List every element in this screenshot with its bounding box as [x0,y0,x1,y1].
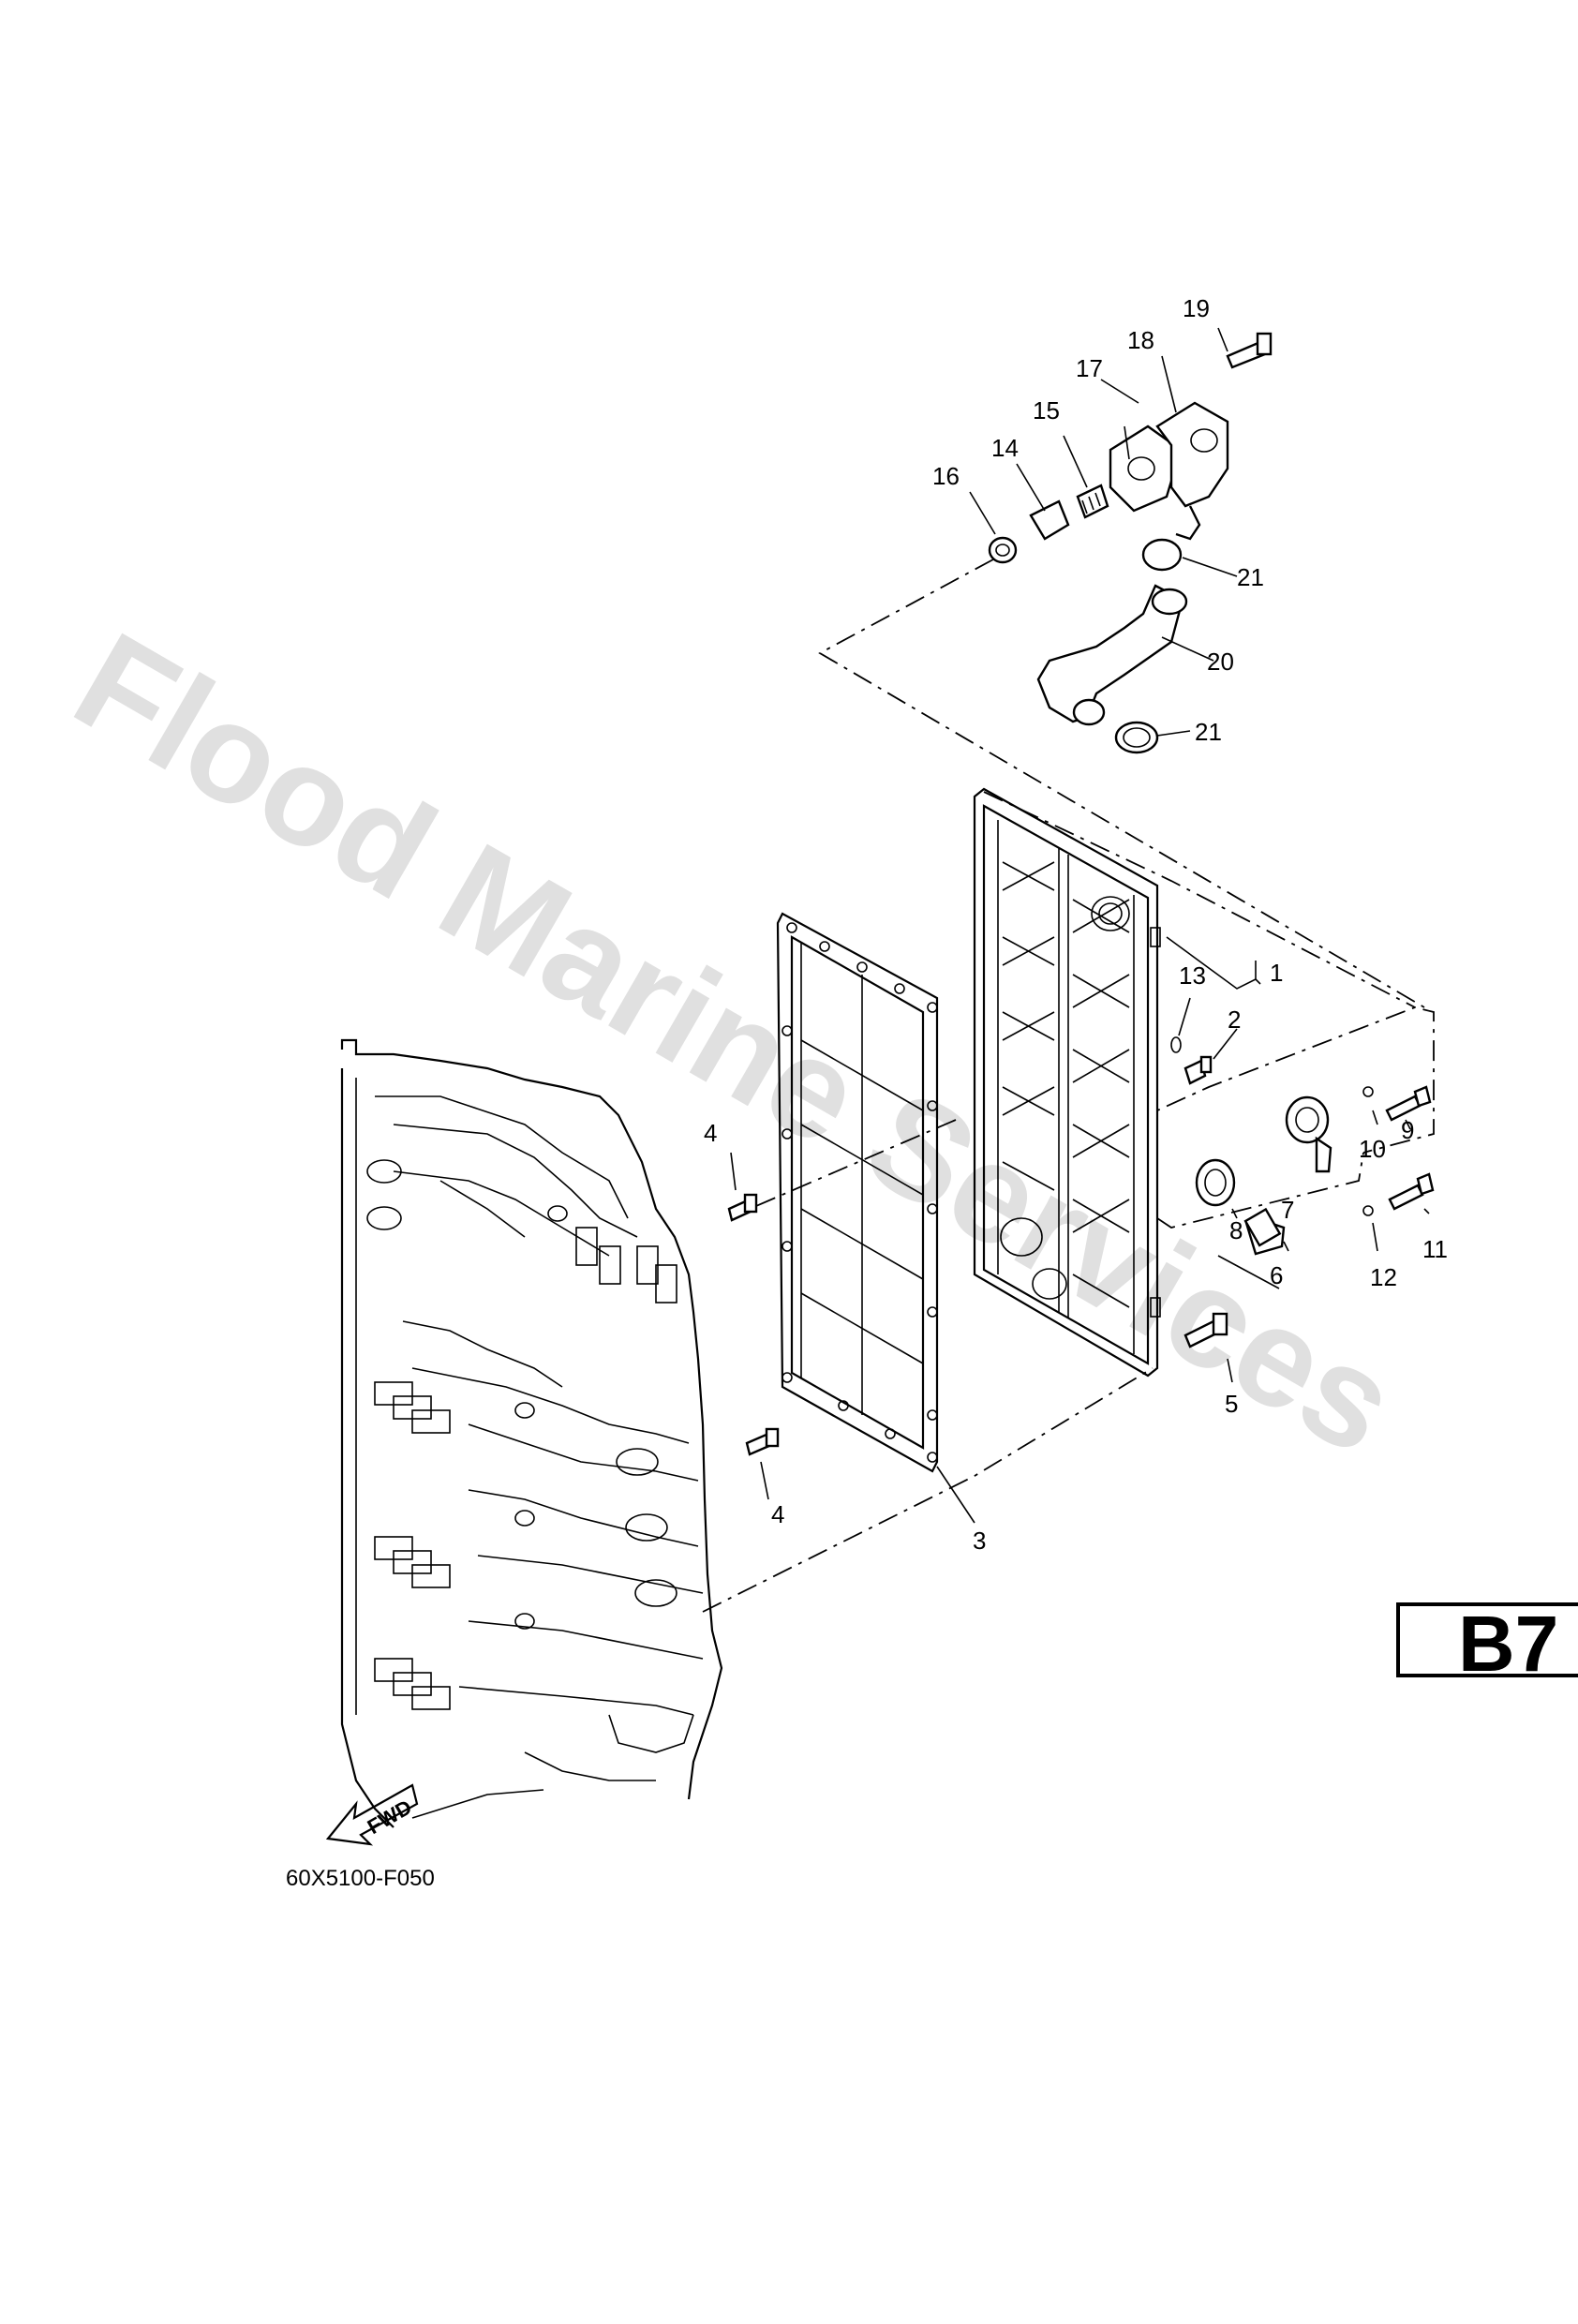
callout-16: 16 [932,462,960,490]
callout-4-upper: 4 [704,1119,717,1147]
leader-lines [730,327,1430,1524]
thermostat-assembly [988,332,1273,754]
callout-7: 7 [1281,1196,1294,1224]
cover-part [973,787,1161,1378]
callout-21-upper: 21 [1237,563,1264,591]
bolt-parts [727,1193,1228,1456]
page-code: B7 [1458,1600,1559,1688]
sensor-assembly-box [1156,1006,1435,1256]
callout-19: 19 [1183,294,1210,322]
callout-9: 9 [1401,1116,1414,1144]
callout-12: 12 [1370,1263,1397,1291]
gasket-part [776,912,939,1473]
diagram-reference-code: 60X5100-F050 [286,1866,435,1891]
engine-block-drawing [340,1038,723,1828]
callout-2: 2 [1228,1006,1241,1034]
callout-14: 14 [991,434,1019,462]
plug-parts [1170,1036,1213,1085]
callout-5: 5 [1225,1390,1238,1418]
callout-21-lower: 21 [1195,718,1222,746]
callout-15: 15 [1033,396,1060,425]
fwd-arrow-icon: FWD [325,1783,419,1846]
callout-3: 3 [973,1527,986,1555]
callout-8: 8 [1229,1216,1243,1244]
callout-6: 6 [1270,1261,1283,1289]
callout-labels: 1 2 3 4 4 5 6 7 8 9 10 11 12 13 14 15 16… [704,294,1448,1555]
callout-17: 17 [1076,354,1103,382]
callout-18: 18 [1127,326,1154,354]
callout-20: 20 [1207,648,1234,676]
page-code-box: B7 [1396,1600,1578,1688]
callout-4-lower: 4 [771,1500,784,1528]
callout-11: 11 [1422,1235,1448,1263]
assembly-lines [702,559,1425,1613]
callout-1: 1 [1270,959,1283,987]
callout-10: 10 [1359,1135,1386,1163]
callout-13: 13 [1179,961,1206,990]
